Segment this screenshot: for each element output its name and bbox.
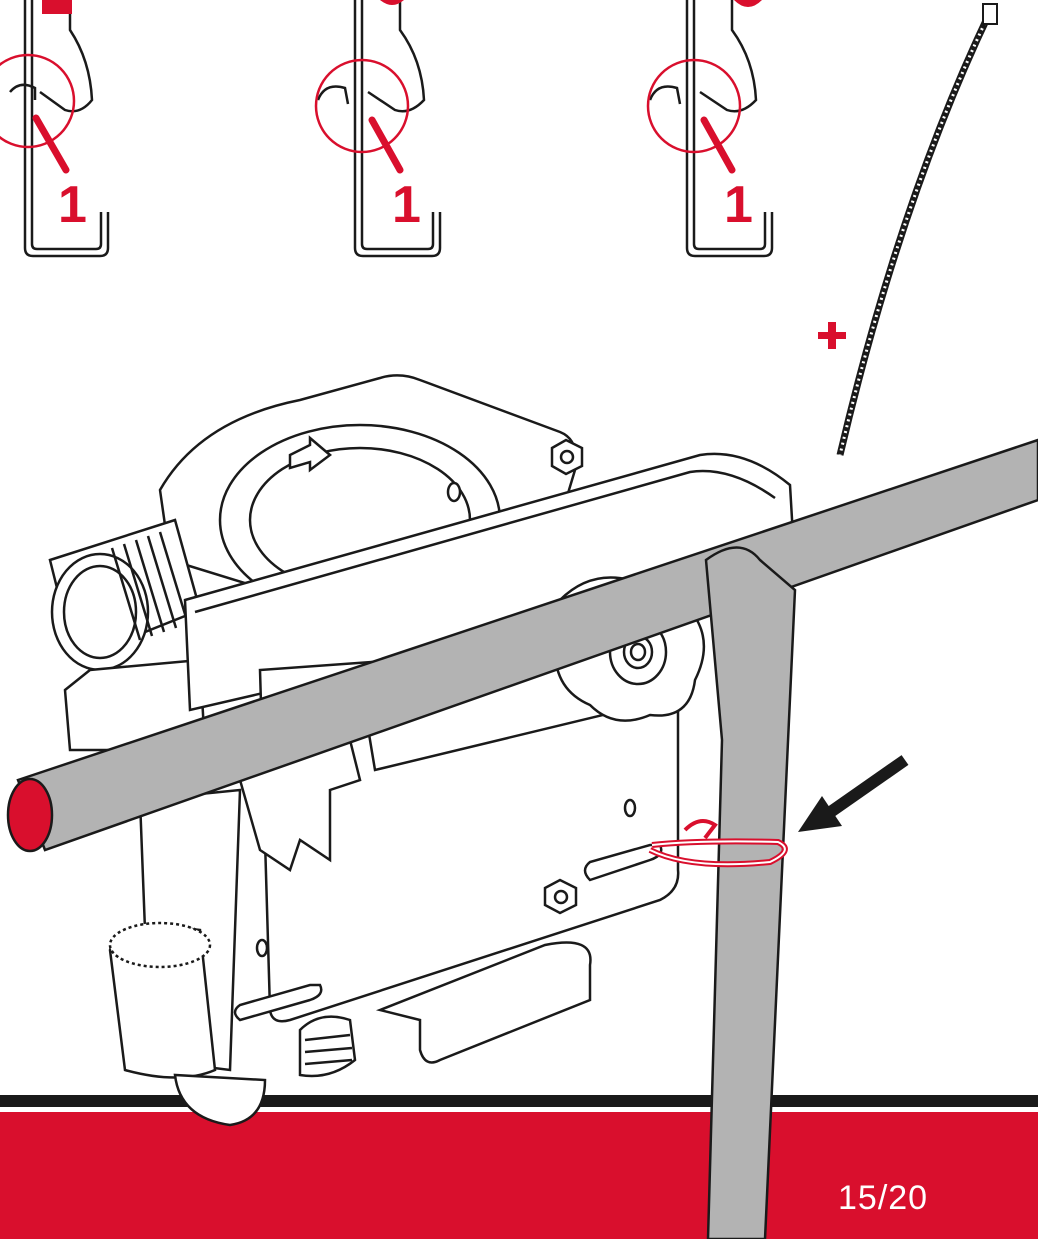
step-label-1: 1 bbox=[58, 176, 87, 234]
plus-icon bbox=[818, 322, 846, 349]
detail-circle-2 bbox=[314, 58, 410, 154]
pipe-horizontal bbox=[6, 438, 1038, 853]
pointer-line-2 bbox=[368, 116, 404, 174]
cable-tie-installed bbox=[648, 819, 788, 868]
detail-circle-3 bbox=[646, 58, 742, 154]
pipe-vertical bbox=[704, 546, 797, 1239]
detail-circle-1 bbox=[0, 53, 76, 149]
pointer-line-3 bbox=[700, 116, 736, 174]
page-number: 15/20 bbox=[838, 1179, 929, 1217]
cable-tie-icon bbox=[836, 3, 998, 456]
step-label-2: 1 bbox=[392, 176, 421, 234]
detail-panel-3 bbox=[648, 0, 774, 258]
pointer-line-1 bbox=[32, 114, 70, 174]
footer-stripe-gap bbox=[0, 1107, 1038, 1112]
detail-panel-2 bbox=[316, 0, 442, 258]
footer-band bbox=[0, 1112, 1038, 1239]
step-label-3: 1 bbox=[724, 176, 753, 234]
arrow-icon bbox=[798, 755, 909, 832]
